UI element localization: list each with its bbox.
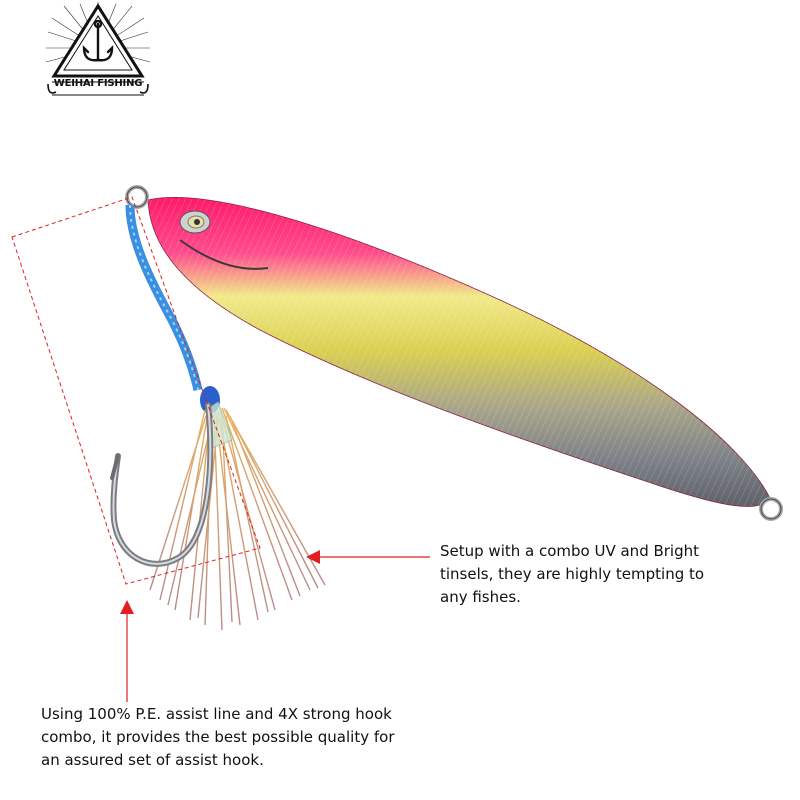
hook-highlight-box <box>11 196 261 585</box>
jig-eye <box>179 210 211 234</box>
assist-line-callout-text: Using 100% P.E. assist line and 4X stron… <box>41 705 395 769</box>
assist-line-arrow <box>120 600 134 702</box>
brand-name: WEIHAI FISHING <box>53 78 143 89</box>
jig-body <box>147 197 771 507</box>
tinsel-arrow <box>306 550 430 564</box>
triangle-hook-logo-icon <box>45 2 151 96</box>
brand-logo: WEIHAI FISHING <box>44 2 152 98</box>
assist-hook <box>110 402 214 567</box>
tinsel-skirt <box>149 407 326 631</box>
tinsel-callout-text: Setup with a combo UV and Bright tinsels… <box>440 542 705 606</box>
